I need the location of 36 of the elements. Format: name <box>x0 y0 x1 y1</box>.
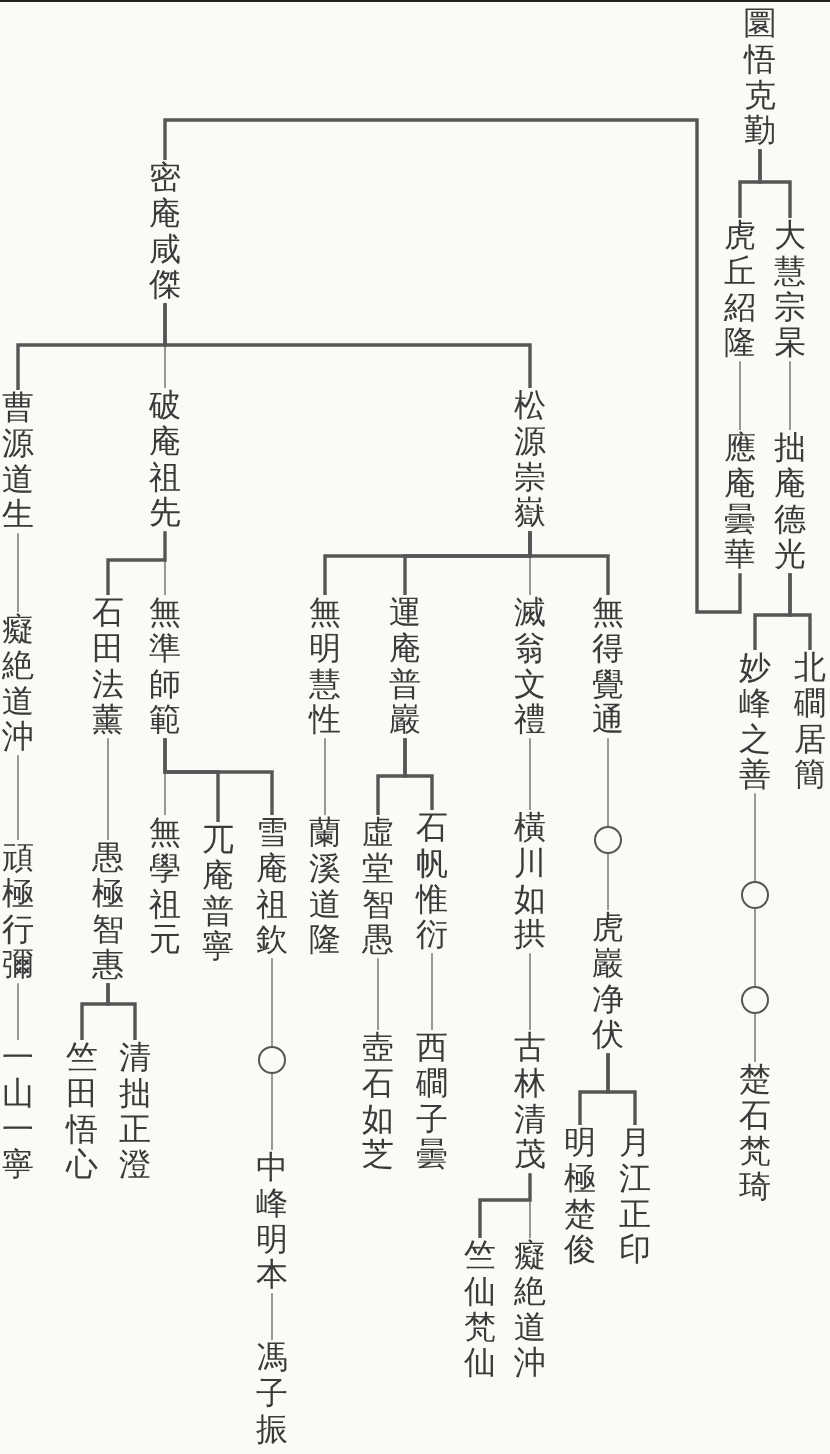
lineage-line <box>754 908 756 987</box>
lineage-line <box>106 531 167 595</box>
lineage-line <box>606 1053 637 1125</box>
lineage-line <box>607 853 609 911</box>
lineage-line <box>163 303 532 388</box>
lineage-line <box>17 532 19 613</box>
lineage-line <box>754 792 756 882</box>
lineage-line <box>607 737 609 827</box>
lineage-circle <box>741 881 769 909</box>
lineage-line <box>738 149 762 218</box>
lineage-line <box>431 952 433 1031</box>
lineage-line <box>788 573 812 650</box>
lineage-line <box>403 738 434 810</box>
lineage-circle <box>258 1046 286 1074</box>
lineage-line <box>528 531 610 595</box>
lineage-line <box>271 1073 273 1151</box>
lineage-line <box>163 118 742 614</box>
lineage-line <box>478 1173 532 1238</box>
lineage-line <box>17 982 19 1041</box>
lineage-circle <box>594 826 622 854</box>
lineage-line <box>164 530 166 596</box>
lineage-line <box>17 754 19 841</box>
lineage-line <box>754 1013 756 1063</box>
name-label: 馮子振 <box>256 1340 288 1448</box>
lineage-line <box>163 738 274 815</box>
lineage-line <box>529 952 531 1031</box>
lineage-line <box>106 983 137 1040</box>
lineage-line <box>271 957 273 1047</box>
lineage-line <box>529 737 531 811</box>
lineage-line <box>324 737 326 816</box>
lineage-circle <box>741 986 769 1014</box>
lineage-line <box>271 1292 273 1341</box>
lineage-line <box>107 737 109 841</box>
lineage-line <box>739 360 741 431</box>
lineage-line <box>377 957 379 1031</box>
lineage-line <box>789 360 791 431</box>
